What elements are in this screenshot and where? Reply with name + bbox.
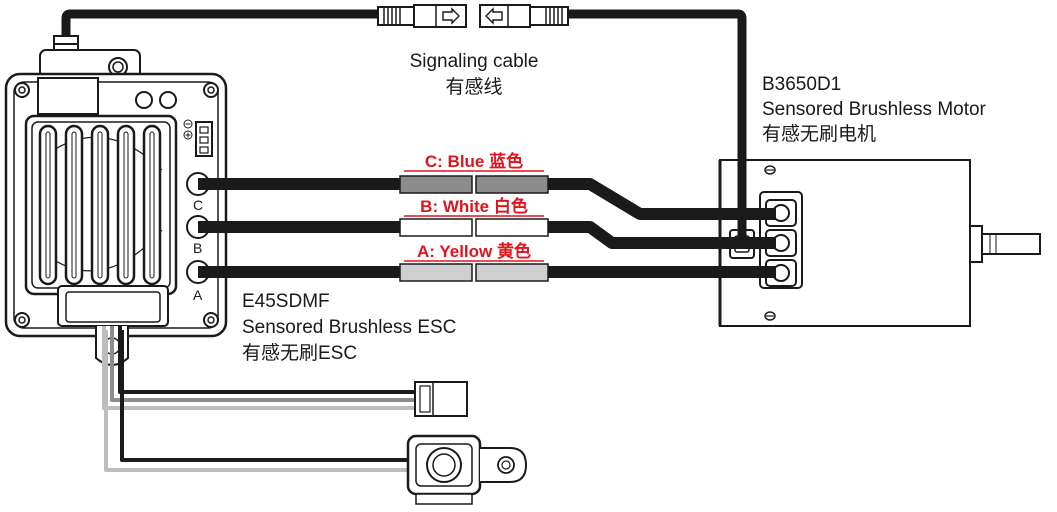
sleeve-b-left	[399, 218, 473, 237]
sleeve-c-right	[475, 175, 549, 194]
esc-description-cn: 有感无刷ESC	[242, 342, 357, 364]
phase-label-b: B: White 白色	[420, 196, 528, 216]
signal-cable	[61, 9, 747, 243]
motor-description-en: Sensored Brushless Motor	[762, 99, 987, 120]
esc-description-en: Sensored Brushless ESC	[242, 317, 456, 338]
phase-wire-b	[198, 221, 770, 249]
signal-cable-label-cn: 有感线	[445, 76, 502, 98]
signal-cable-label-en: Signaling cable	[410, 51, 539, 72]
phase-label-a: A: Yellow 黄色	[417, 241, 531, 261]
minus-icon	[183, 119, 193, 129]
signal-connector-left	[377, 4, 467, 28]
esc-body	[4, 35, 228, 366]
receiver-cable	[102, 326, 415, 410]
switch-cable	[104, 330, 410, 472]
motor-description-cn: 有感无刷电机	[762, 123, 876, 145]
sleeve-c-left	[399, 175, 473, 194]
receiver-plug	[414, 381, 468, 417]
arrow-left-icon	[485, 7, 503, 25]
wire-connectors	[399, 175, 549, 282]
sleeve-b-right	[475, 218, 549, 237]
plus-icon	[183, 130, 193, 140]
terminal-letter-b: B	[193, 240, 202, 256]
terminal-letter-c: C	[193, 197, 203, 213]
motor-model: B3650D1	[762, 74, 841, 95]
sleeve-a-right	[475, 263, 549, 282]
sleeve-a-left	[399, 263, 473, 282]
power-switch	[406, 434, 528, 505]
terminal-letter-a: A	[193, 287, 203, 303]
esc-model: E45SDMF	[242, 291, 330, 312]
phase-label-c: C: Blue 蓝色	[425, 151, 523, 171]
arrow-right-icon	[442, 7, 460, 25]
signal-connector-right	[479, 4, 569, 28]
